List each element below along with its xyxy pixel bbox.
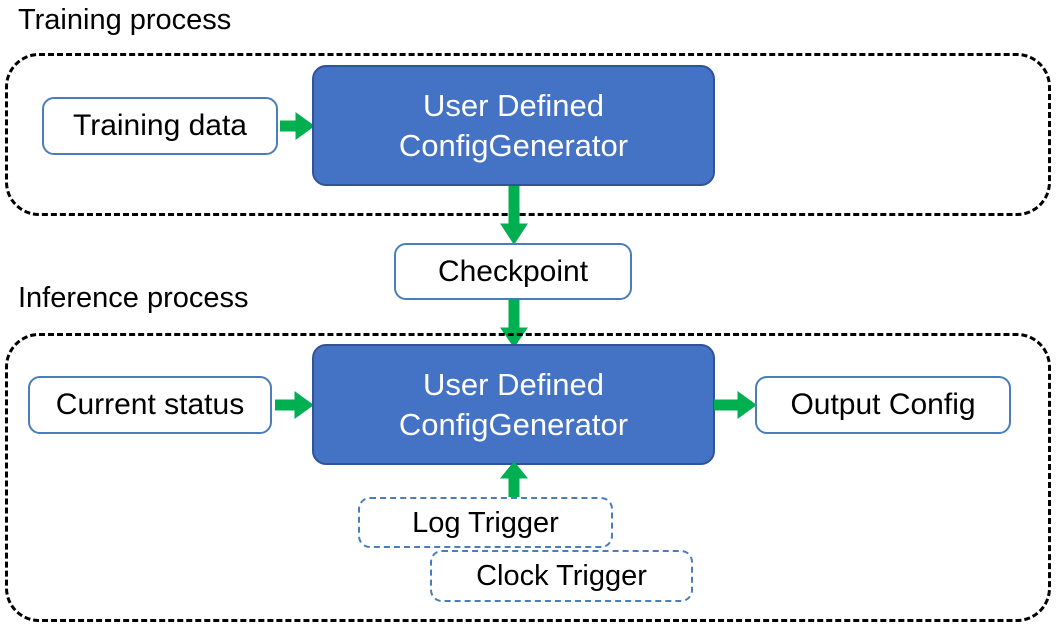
clock-trigger-node[interactable]: Clock Trigger (430, 550, 693, 602)
current-status-node[interactable]: Current status (28, 376, 272, 434)
output-config-node[interactable]: Output Config (755, 376, 1011, 434)
checkpoint-node[interactable]: Checkpoint (394, 243, 632, 300)
training-config-generator-line1: User Defined (423, 87, 604, 123)
inference-process-label: Inference process (18, 282, 249, 314)
training-process-container (5, 53, 1051, 216)
inference-process-container (5, 333, 1051, 622)
training-config-generator-line2: ConfigGenerator (398, 127, 629, 163)
training-process-label: Training process (18, 4, 232, 36)
inference-config-generator-line2: ConfigGenerator (398, 406, 629, 442)
log-trigger-node[interactable]: Log Trigger (358, 497, 613, 548)
training-data-node[interactable]: Training data (42, 97, 278, 155)
inference-config-generator-line1: User Defined (423, 366, 604, 402)
training-config-generator-node[interactable]: User Defined ConfigGenerator (312, 65, 715, 186)
inference-config-generator-node[interactable]: User Defined ConfigGenerator (312, 344, 715, 465)
